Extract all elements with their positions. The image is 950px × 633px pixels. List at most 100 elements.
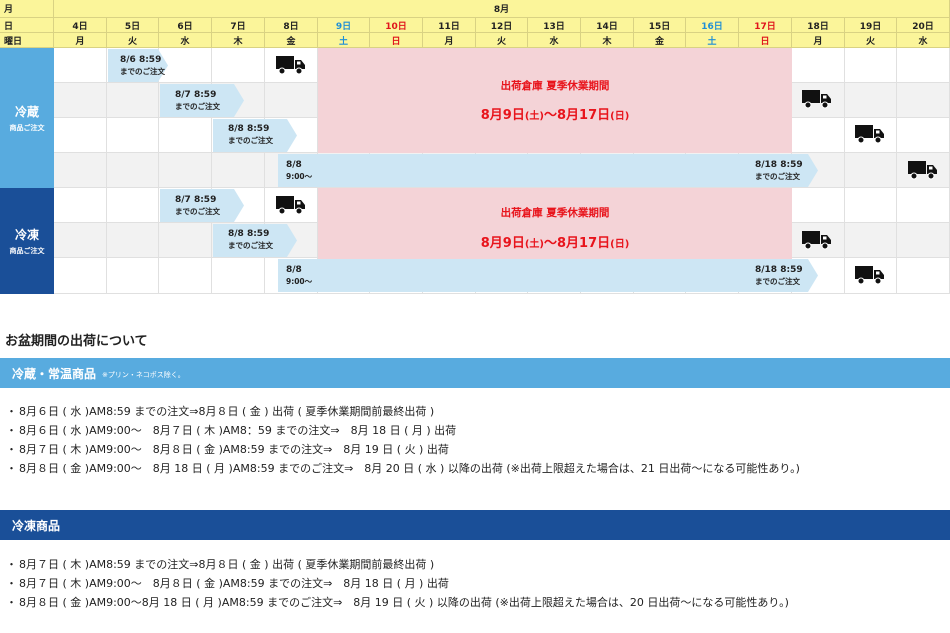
refrigerated-order-arrow-3 bbox=[213, 119, 297, 152]
weekday-header-cell: 月 bbox=[792, 33, 845, 48]
frozen-section-band: 冷凍商品 bbox=[0, 510, 950, 540]
refrigerated-ship-truck-icon bbox=[276, 55, 306, 75]
calendar-cell bbox=[159, 118, 212, 153]
frozen-shipping-list: 8月７日 ( 木 )AM8:59 までの注文⇒8月８日 ( 金 ) 出荷 ( 夏… bbox=[6, 555, 789, 612]
calendar-cell bbox=[54, 223, 107, 258]
shipping-rule-item: 8月８日 ( 金 )AM9:00～ 8月 18 日 ( 月 )AM8:59 まで… bbox=[6, 459, 800, 478]
calendar-cell bbox=[845, 223, 897, 258]
weekday-header-cell: 月 bbox=[54, 33, 107, 48]
day-header-cell: 19日 bbox=[845, 18, 897, 33]
day-header-cell: 7日 bbox=[212, 18, 265, 33]
frozen-subtitle: 商品ご注文 bbox=[9, 246, 45, 255]
calendar-cell bbox=[54, 153, 107, 188]
frozen-order-arrow-1 bbox=[160, 189, 244, 222]
day-header-cell: 20日 bbox=[897, 18, 950, 33]
calendar-cell bbox=[265, 83, 318, 118]
refrigerated-order-arrow-2 bbox=[160, 84, 244, 117]
weekday-header-cell: 木 bbox=[581, 33, 634, 48]
day-header-cell: 8日 bbox=[265, 18, 318, 33]
calendar-cell bbox=[107, 118, 159, 153]
calendar-cell bbox=[792, 188, 845, 223]
weekday-header-cell: 月 bbox=[423, 33, 476, 48]
day-header-cell: 14日 bbox=[581, 18, 634, 33]
calendar-cell bbox=[897, 223, 950, 258]
weekday-header-cell: 日 bbox=[370, 33, 423, 48]
refrigerated-order-arrow-4 bbox=[278, 154, 818, 187]
shipping-rule-item: 8月６日 ( 水 )AM8:59 までの注文⇒8月８日 ( 金 ) 出荷 ( 夏… bbox=[6, 402, 800, 421]
calendar-cell bbox=[107, 258, 159, 294]
calendar-cell bbox=[845, 83, 897, 118]
header-label-weekday: 曜日 bbox=[0, 33, 54, 48]
calendar-cell bbox=[792, 118, 845, 153]
calendar-cell bbox=[159, 153, 212, 188]
day-header-cell: 16日 bbox=[686, 18, 739, 33]
calendar-cell bbox=[792, 48, 845, 83]
frozen-order-arrow-2 bbox=[213, 224, 297, 257]
calendar-cell bbox=[845, 153, 897, 188]
day-header-cell: 10日 bbox=[370, 18, 423, 33]
weekday-header-cell: 水 bbox=[528, 33, 581, 48]
day-header-cell: 4日 bbox=[54, 18, 107, 33]
weekday-header-cell: 日 bbox=[739, 33, 792, 48]
day-header-cell: 6日 bbox=[159, 18, 212, 33]
weekday-header-cell: 土 bbox=[318, 33, 370, 48]
frozen-ship-truck-icon bbox=[802, 230, 832, 250]
calendar-cell bbox=[54, 188, 107, 223]
frozen-closed-title: 出荷倉庫 夏季休業期間 bbox=[500, 207, 610, 219]
frozen-label: 冷凍 商品ご注文 bbox=[0, 188, 54, 294]
calendar-cell bbox=[845, 188, 897, 223]
calendar-cell bbox=[897, 48, 950, 83]
calendar-cell bbox=[54, 48, 107, 83]
shipping-rule-item: 8月７日 ( 木 )AM9:00～ 8月８日 ( 金 )AM8:59 までの注文… bbox=[6, 574, 789, 593]
calendar-cell bbox=[54, 118, 107, 153]
day-header-cell: 13日 bbox=[528, 18, 581, 33]
refrigerated-ship-truck-icon bbox=[908, 160, 938, 180]
refrigerated-closed-title: 出荷倉庫 夏季休業期間 bbox=[500, 80, 610, 92]
shipping-rule-item: 8月７日 ( 木 )AM8:59 までの注文⇒8月８日 ( 金 ) 出荷 ( 夏… bbox=[6, 555, 789, 574]
frozen-closed-dates: 8月9日(土)～8月17日(日) bbox=[480, 236, 630, 251]
frozen-section-title: 冷凍商品 bbox=[12, 518, 61, 533]
refrigerated-closed-period bbox=[318, 48, 792, 153]
calendar-cell bbox=[897, 118, 950, 153]
refrigerated-section-note: ※プリン・ネコポス除く。 bbox=[102, 371, 185, 379]
refrigerated-title: 冷蔵 bbox=[14, 105, 39, 119]
calendar-cell bbox=[212, 153, 265, 188]
refrigerated-closed-dates: 8月9日(土)～8月17日(日) bbox=[480, 108, 630, 123]
weekday-header-cell: 火 bbox=[476, 33, 528, 48]
calendar-cell bbox=[107, 223, 159, 258]
calendar-cell bbox=[107, 153, 159, 188]
day-header-cell: 15日 bbox=[634, 18, 686, 33]
shipping-info-heading: お盆期間の出荷について bbox=[5, 334, 148, 349]
shipping-rule-item: 8月７日 ( 木 )AM9:00～ 8月８日 ( 金 )AM8:59 までの注文… bbox=[6, 440, 800, 459]
calendar-cell bbox=[54, 258, 107, 294]
calendar-cell bbox=[54, 83, 107, 118]
frozen-ship-truck-icon bbox=[855, 265, 885, 285]
day-header-cell: 17日 bbox=[739, 18, 792, 33]
calendar-cell bbox=[897, 83, 950, 118]
refrigerated-shipping-list: 8月６日 ( 水 )AM8:59 までの注文⇒8月８日 ( 金 ) 出荷 ( 夏… bbox=[6, 402, 800, 478]
weekday-header-cell: 火 bbox=[845, 33, 897, 48]
weekday-header-cell: 水 bbox=[897, 33, 950, 48]
calendar-cell bbox=[845, 48, 897, 83]
calendar-cell bbox=[897, 188, 950, 223]
refrigerated-section-band: 冷蔵・常温商品 ※プリン・ネコポス除く。 bbox=[0, 358, 950, 388]
weekday-header-cell: 水 bbox=[159, 33, 212, 48]
refrigerated-ship-truck-icon bbox=[802, 89, 832, 109]
calendar-cell bbox=[897, 258, 950, 294]
weekday-header-cell: 土 bbox=[686, 33, 739, 48]
weekday-header-cell: 金 bbox=[634, 33, 686, 48]
frozen-title: 冷凍 bbox=[14, 228, 39, 242]
day-header-cell: 18日 bbox=[792, 18, 845, 33]
calendar-cell bbox=[107, 83, 159, 118]
frozen-order-arrow-3 bbox=[278, 259, 818, 292]
header-label-day: 日 bbox=[0, 18, 54, 33]
